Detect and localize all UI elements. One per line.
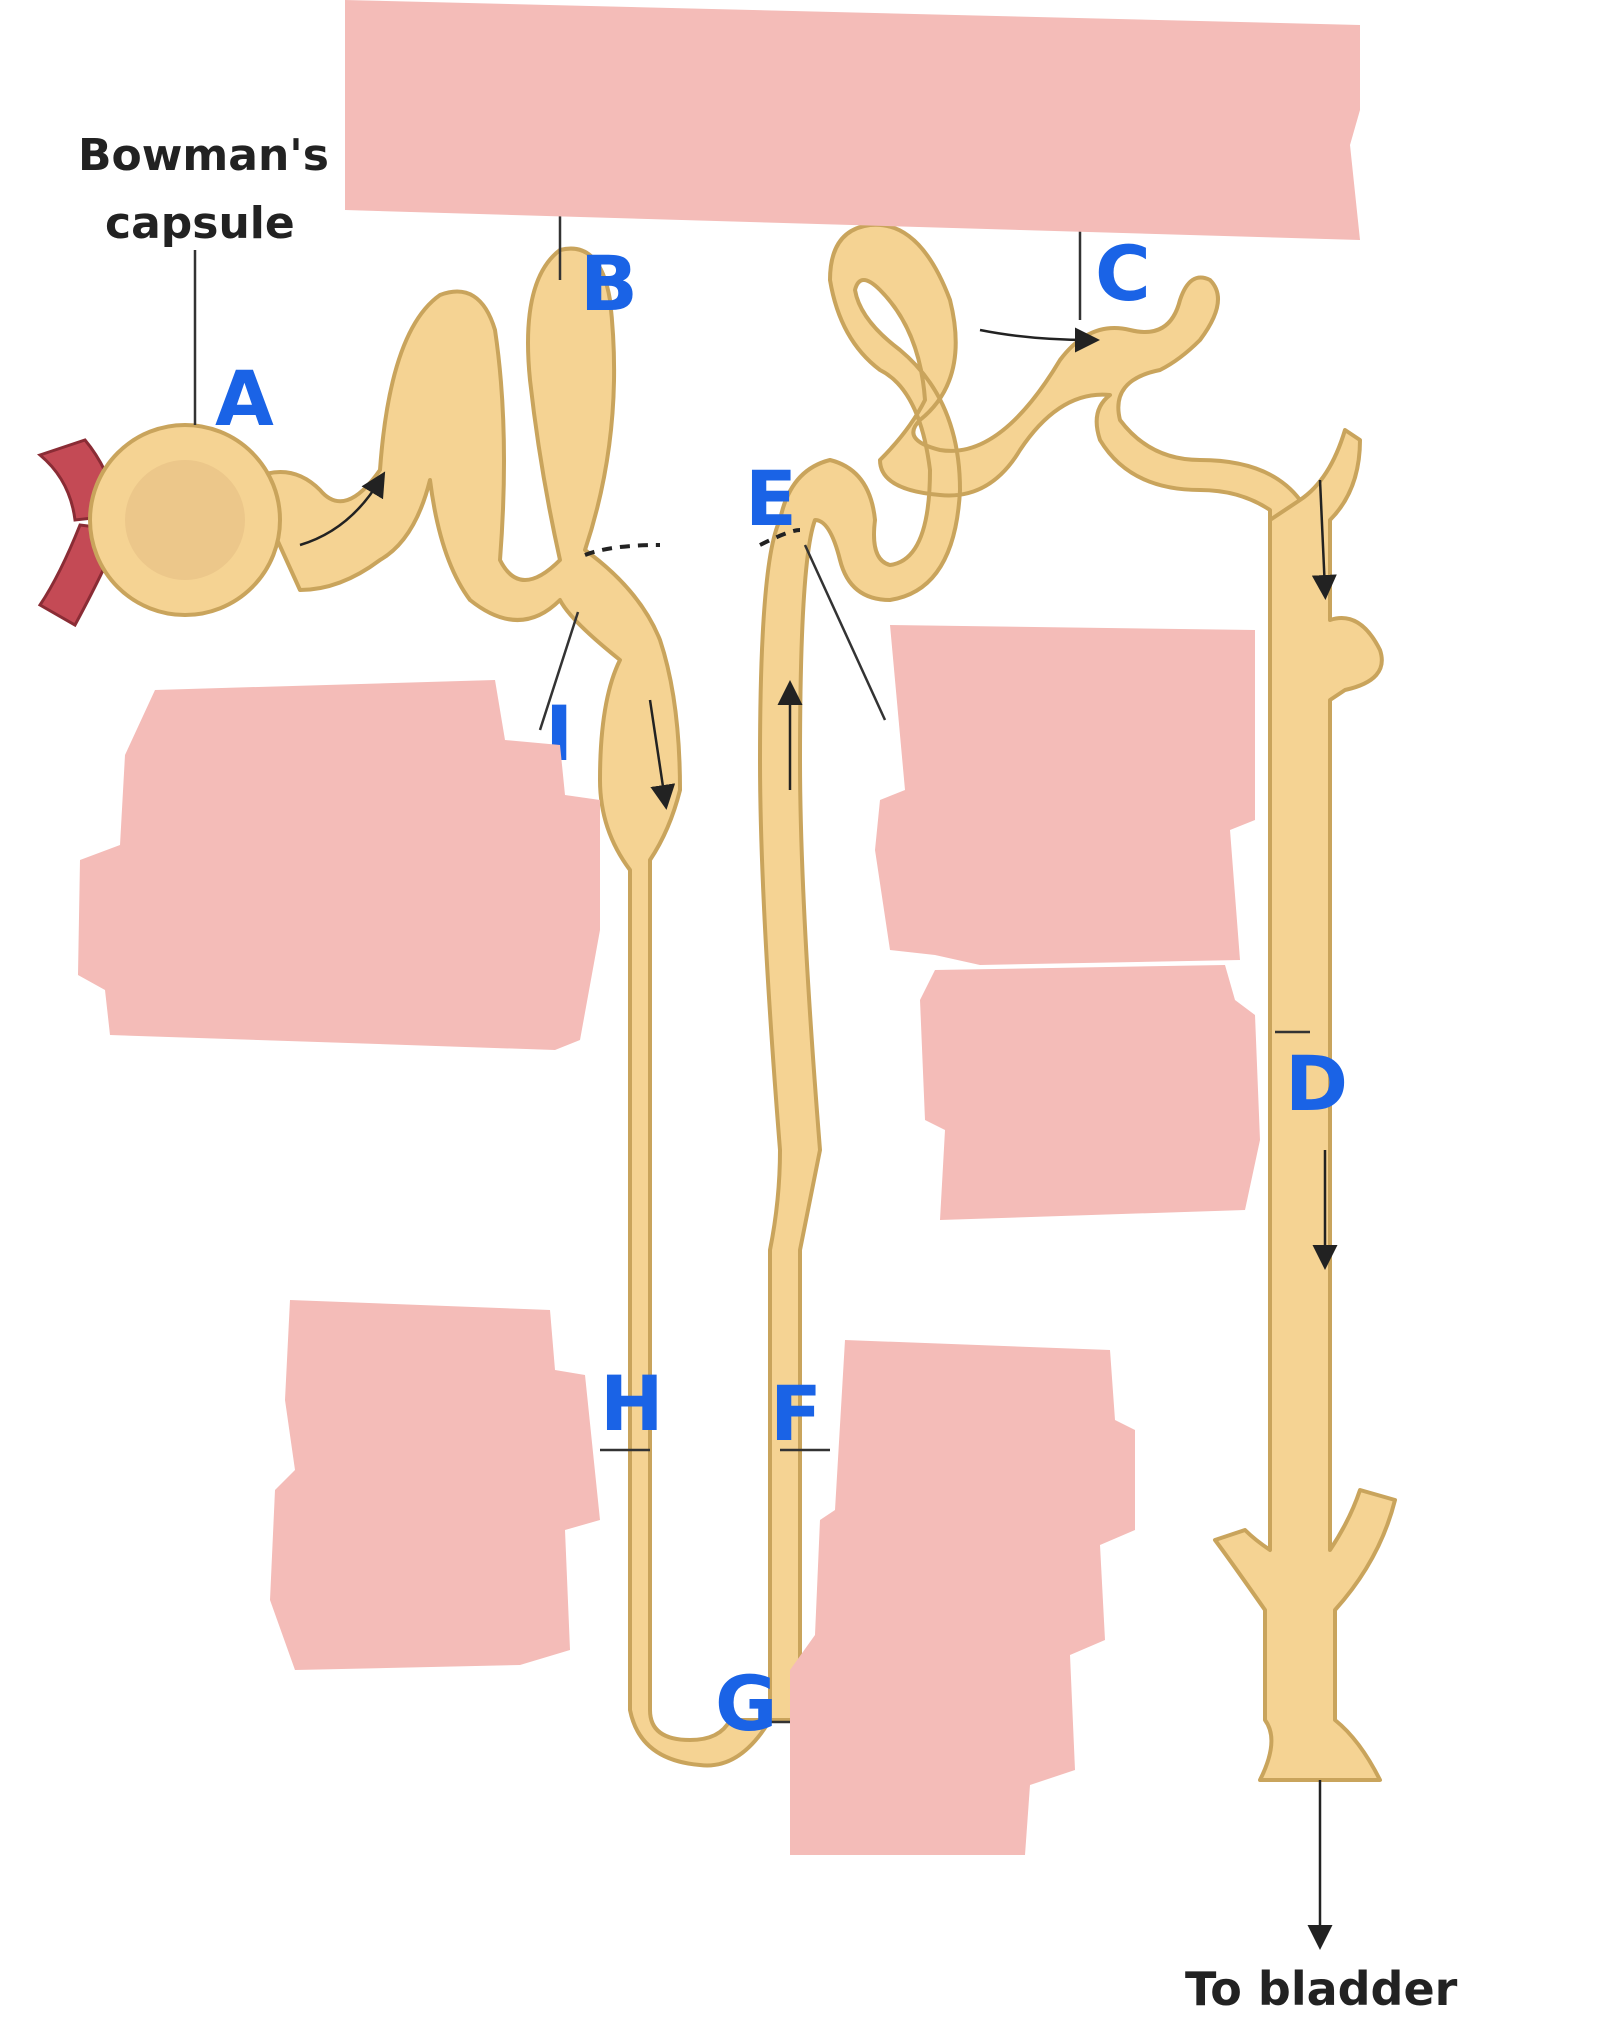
- cover-box-lower-right: [790, 1340, 1135, 1855]
- to-bladder-label: To bladder: [1185, 1962, 1458, 2016]
- label-g: G: [715, 1659, 777, 1748]
- label-h: H: [600, 1359, 664, 1448]
- glomerulus: [125, 460, 245, 580]
- bowmans-label-line2: capsule: [105, 198, 295, 249]
- label-f: F: [770, 1369, 822, 1458]
- letter-labels: A B C D E F G H I: [215, 229, 1348, 1748]
- cover-box-left: [78, 680, 600, 1050]
- bowmans-label-line1: Bowman's: [78, 130, 329, 181]
- label-a: A: [215, 354, 274, 443]
- label-c: C: [1095, 229, 1151, 318]
- label-d: D: [1285, 1039, 1348, 1128]
- label-e: E: [745, 454, 797, 543]
- leader-lines: [193, 215, 1310, 1724]
- cover-box-right-upper: [875, 625, 1255, 965]
- cover-box-right-middle: [920, 965, 1260, 1220]
- label-cover-boxes: [78, 0, 1360, 1855]
- cover-box-lower-left: [270, 1300, 600, 1670]
- flow-arrows: [299, 327, 1338, 1950]
- cover-box-top: [345, 0, 1360, 240]
- label-b: B: [580, 239, 638, 328]
